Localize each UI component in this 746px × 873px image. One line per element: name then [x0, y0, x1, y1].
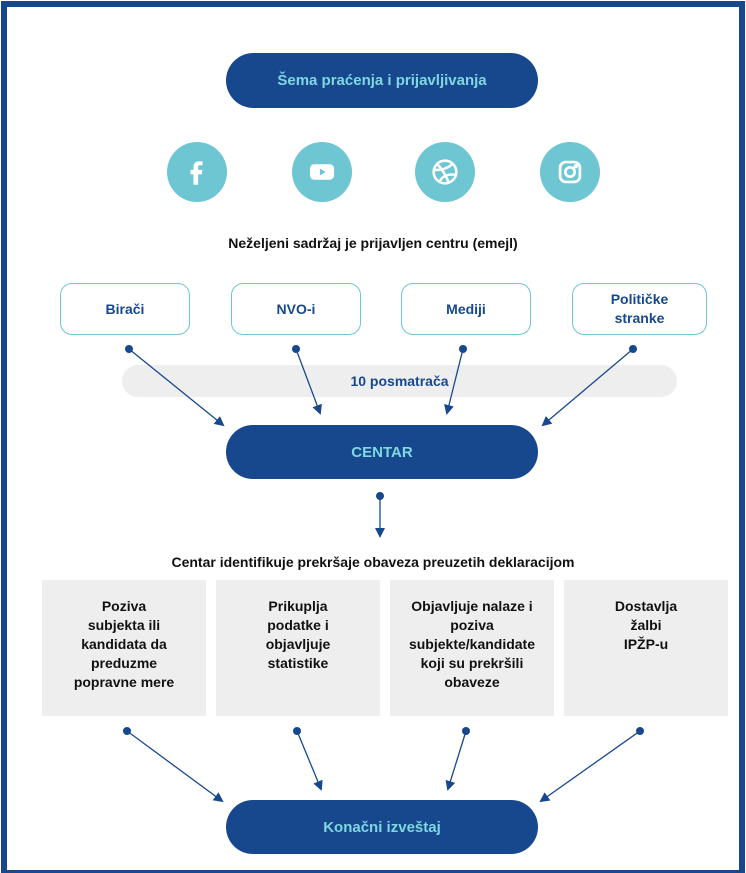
- action-box-complaint: Dostavlja žalbi IPŽP-u: [564, 580, 728, 716]
- diagram-title: Šema praćenja i prijavljivanja: [226, 53, 538, 108]
- source-parties: Političke stranke: [572, 283, 707, 335]
- source-ngos: NVO-i: [231, 283, 361, 335]
- source-voters: Birači: [60, 283, 190, 335]
- action-box-publish: Objavljuje nalaze i poziva subjekte/kand…: [390, 580, 554, 716]
- action-box-statistics: Prikuplja podatke i objavljuje statistik…: [216, 580, 380, 716]
- facebook-icon: [167, 142, 227, 202]
- youtube-icon: [292, 142, 352, 202]
- final-report-node: Konačni izveštaj: [226, 800, 538, 854]
- center-node: CENTAR: [226, 425, 538, 479]
- action-label: Poziva subjekta ili kandidata da preduzm…: [73, 598, 175, 690]
- source-media: Mediji: [401, 283, 531, 335]
- action-label: Dostavlja žalbi IPŽP-u: [614, 598, 678, 652]
- instagram-icon: [540, 142, 600, 202]
- dribbble-icon: [415, 142, 475, 202]
- center-heading: Centar identifikuje prekršaje obaveza pr…: [171, 554, 575, 570]
- action-label: Objavljuje nalaze i poziva subjekte/kand…: [408, 598, 536, 690]
- report-heading: Neželjeni sadržaj je prijavljen centru (…: [228, 235, 518, 251]
- action-box-corrective: Poziva subjekta ili kandidata da preduzm…: [42, 580, 206, 716]
- observers-bar: 10 posmatrača: [122, 365, 677, 397]
- action-label: Prikuplja podatke i objavljuje statistik…: [265, 598, 331, 671]
